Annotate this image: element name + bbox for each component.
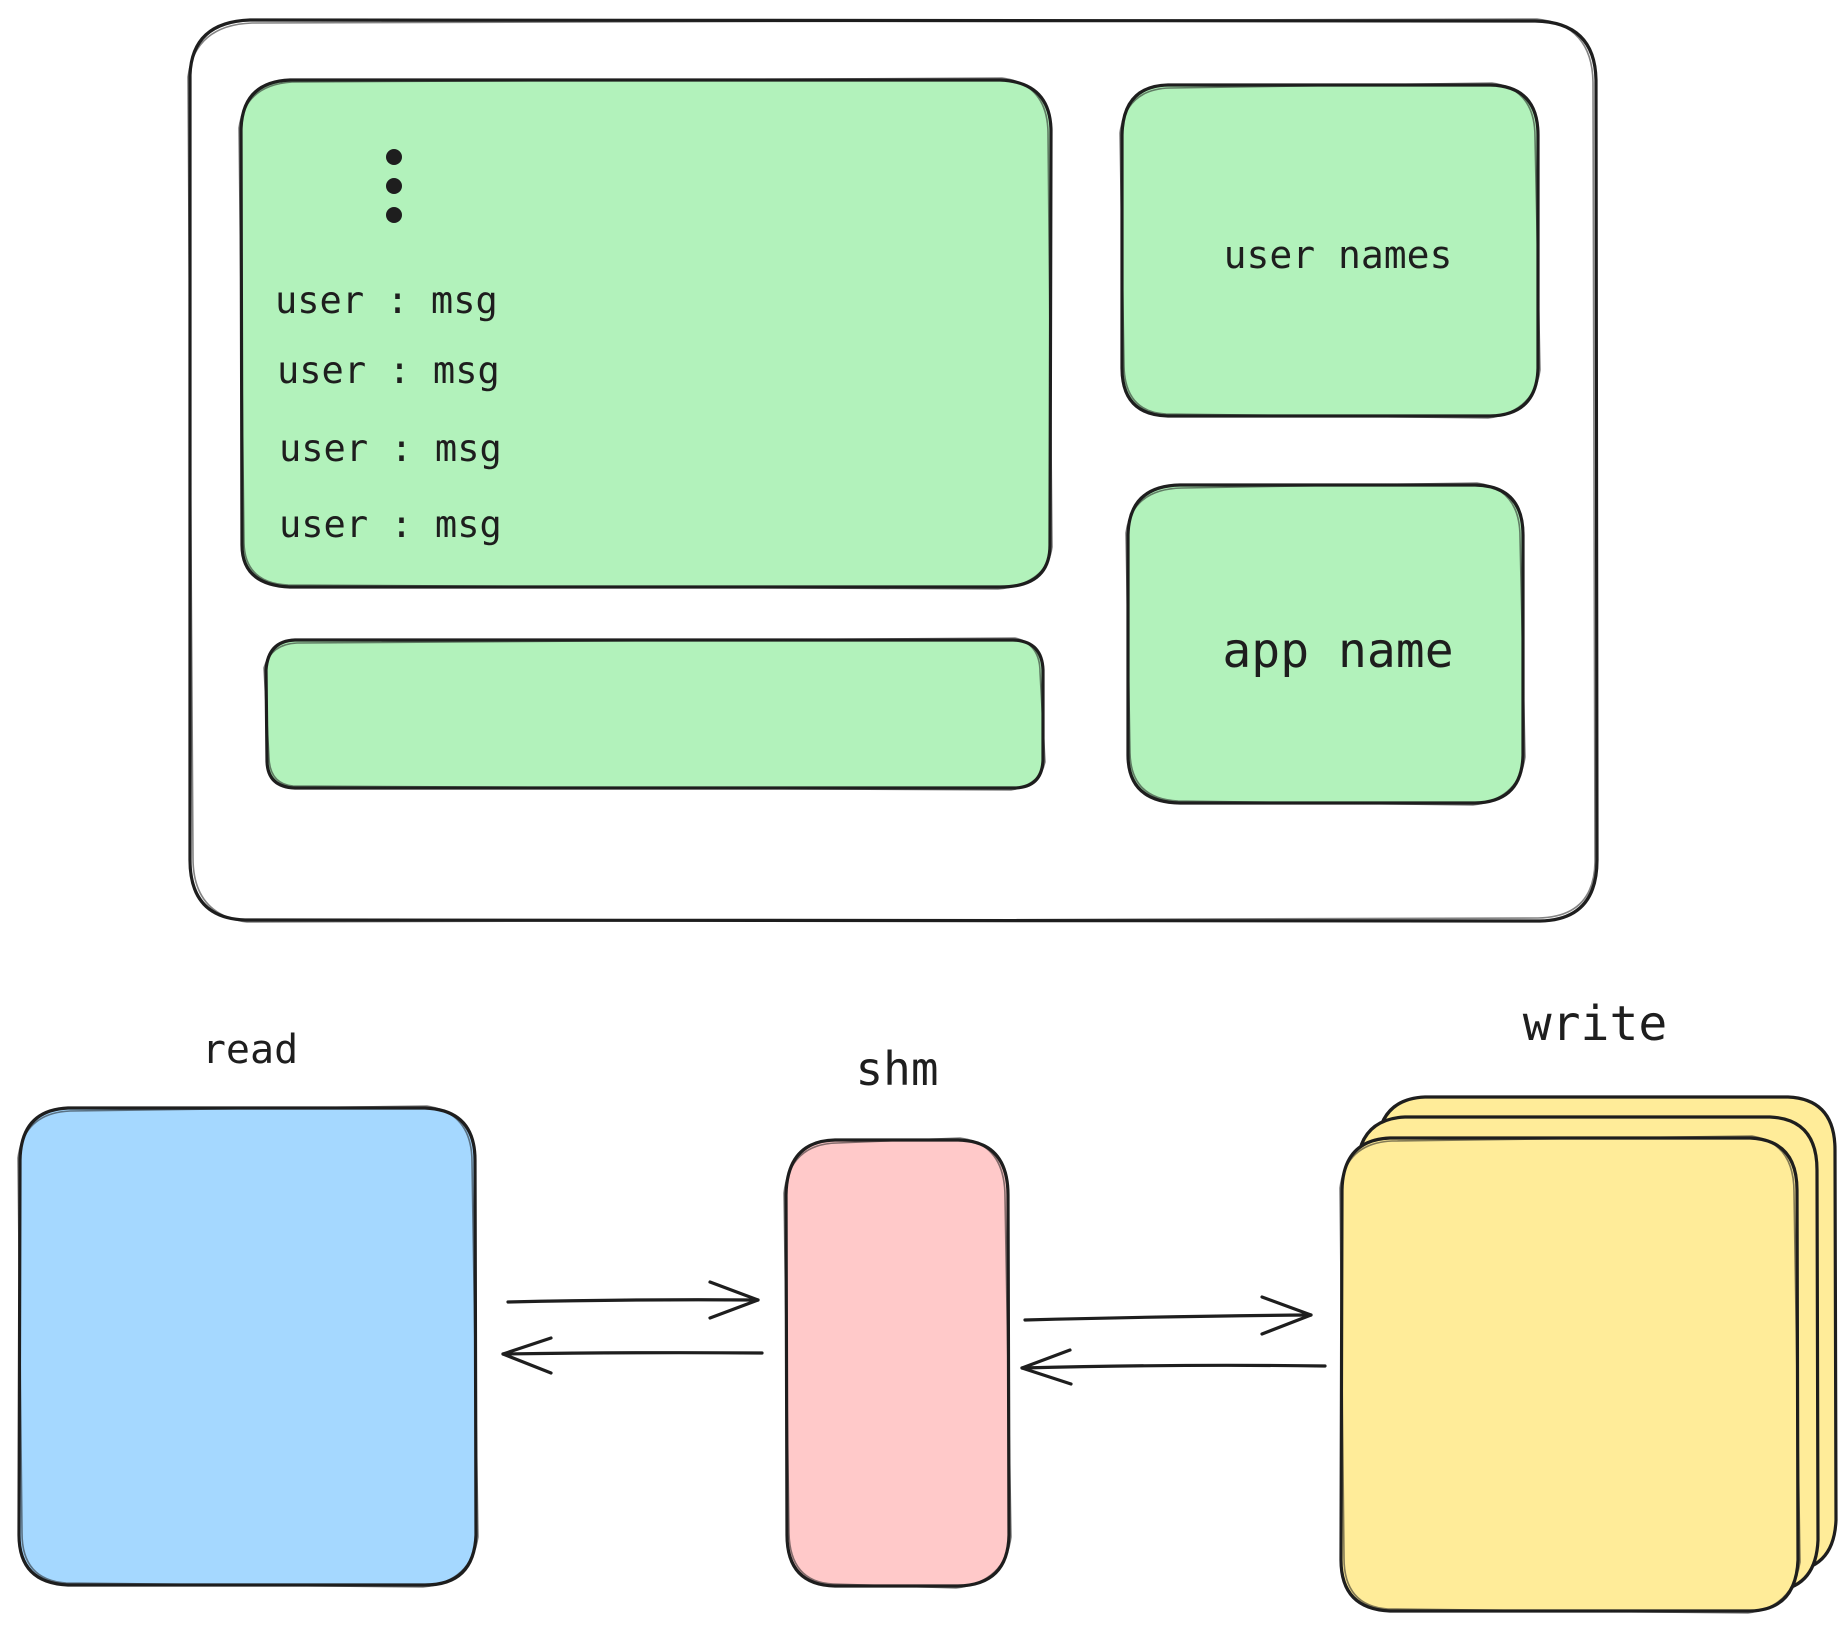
read-label: read <box>202 1027 298 1073</box>
write-process-stack <box>1339 1095 1838 1614</box>
arrow-shm-to-write <box>1023 1295 1313 1336</box>
app-name-label: app name <box>1222 623 1453 679</box>
write-label: write <box>1523 996 1668 1052</box>
read-process-box <box>17 1105 479 1588</box>
message-input-box[interactable] <box>263 637 1046 791</box>
message-line: user : msg <box>279 427 502 470</box>
arrow-write-to-shm <box>1020 1348 1327 1386</box>
message-line: user : msg <box>275 279 498 322</box>
user-names-label: user names <box>1224 233 1453 277</box>
user-names-panel: user names <box>1119 82 1541 419</box>
shm-label: shm <box>855 1042 938 1096</box>
more-messages-ellipsis-icon <box>386 149 402 223</box>
message-line: user : msg <box>277 349 500 392</box>
chat-messages-panel <box>238 77 1053 590</box>
message-list: user : msg user : msg user : msg user : … <box>275 279 502 546</box>
app-name-panel: app name <box>1125 482 1526 806</box>
arrow-read-to-shm <box>506 1280 760 1320</box>
message-line: user : msg <box>279 503 502 546</box>
app-window-frame <box>187 18 1599 923</box>
arrow-shm-to-read <box>501 1336 764 1375</box>
shm-box <box>783 1137 1012 1589</box>
